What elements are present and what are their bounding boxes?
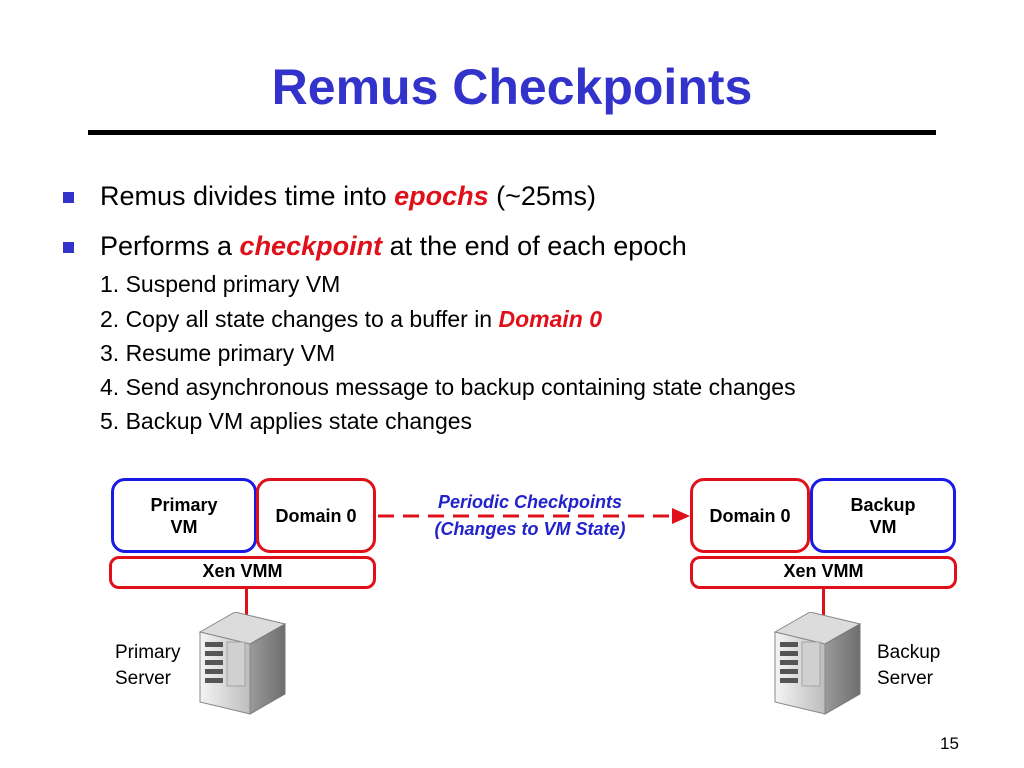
bullet-text: Performs a <box>100 231 240 261</box>
server-tower-icon <box>774 612 861 715</box>
bullet-text: at the end of each epoch <box>382 231 687 261</box>
title-divider <box>88 130 936 135</box>
backup-vm-label: Backup <box>850 494 916 515</box>
step-item: 4. Send asynchronous message to backup c… <box>100 374 796 401</box>
primary-vmm-label: Xen VMM <box>202 561 283 581</box>
step-item: 5. Backup VM applies state changes <box>100 408 472 435</box>
server-label-line: Server <box>115 668 171 689</box>
bullet-marker <box>63 242 74 253</box>
primary-domain0-label: Domain 0 <box>275 505 357 526</box>
checkpoint-arrow-label: Periodic Checkpoints (Changes to VM State… <box>400 489 660 543</box>
page-number: 15 <box>940 734 959 753</box>
primary-vm-label: VM <box>170 516 198 537</box>
backup-vmm-label: Xen VMM <box>783 561 864 581</box>
slide-title: Remus Checkpoints <box>271 59 753 115</box>
primary-domain0-box: Domain 0 <box>256 478 376 553</box>
server-label-line: Backup <box>877 642 941 663</box>
arrow-label-line: (Changes to VM State) <box>434 519 626 539</box>
step-item: 1. Suspend primary VM <box>100 271 340 298</box>
step-item: 3. Resume primary VM <box>100 340 335 367</box>
arrow-label-line: Periodic Checkpoints <box>437 492 623 512</box>
step-text: 1. Suspend primary VM <box>100 271 341 297</box>
backup-vm-label: VM <box>869 516 897 537</box>
step-item: 2. Copy all state changes to a buffer in… <box>100 306 602 333</box>
step-text: 2. Copy all state changes to a buffer in <box>100 306 499 332</box>
primary-vm-label: Primary <box>150 494 218 515</box>
primary-connector-line <box>245 589 248 639</box>
bullet-text: (~25ms) <box>488 181 596 211</box>
bullet-emphasis: checkpoint <box>239 231 383 261</box>
server-label-line: Server <box>877 668 933 689</box>
arrow-right-icon <box>378 508 690 524</box>
bullet-epochs: Remus divides time into epochs (~25ms) <box>63 181 596 212</box>
step-text: 4. Send asynchronous message to backup c… <box>100 374 796 400</box>
bullet-emphasis: epochs <box>394 181 489 211</box>
bullet-marker <box>63 192 74 203</box>
bullet-text: Remus divides time into <box>100 181 395 211</box>
backup-domain0-label: Domain 0 <box>709 505 791 526</box>
step-emphasis: Domain 0 <box>498 306 603 332</box>
backup-xen-vmm: Xen VMM <box>690 556 957 589</box>
bullet-checkpoint: Performs a checkpoint at the end of each… <box>63 231 687 262</box>
server-tower-icon <box>199 612 286 715</box>
primary-xen-vmm: Xen VMM <box>109 556 376 589</box>
backup-connector-line <box>822 589 825 639</box>
backup-domain0-box: Domain 0 <box>690 478 810 553</box>
step-text: 5. Backup VM applies state changes <box>100 408 473 434</box>
server-label-line: Primary <box>115 642 181 663</box>
step-text: 3. Resume primary VM <box>100 340 336 366</box>
